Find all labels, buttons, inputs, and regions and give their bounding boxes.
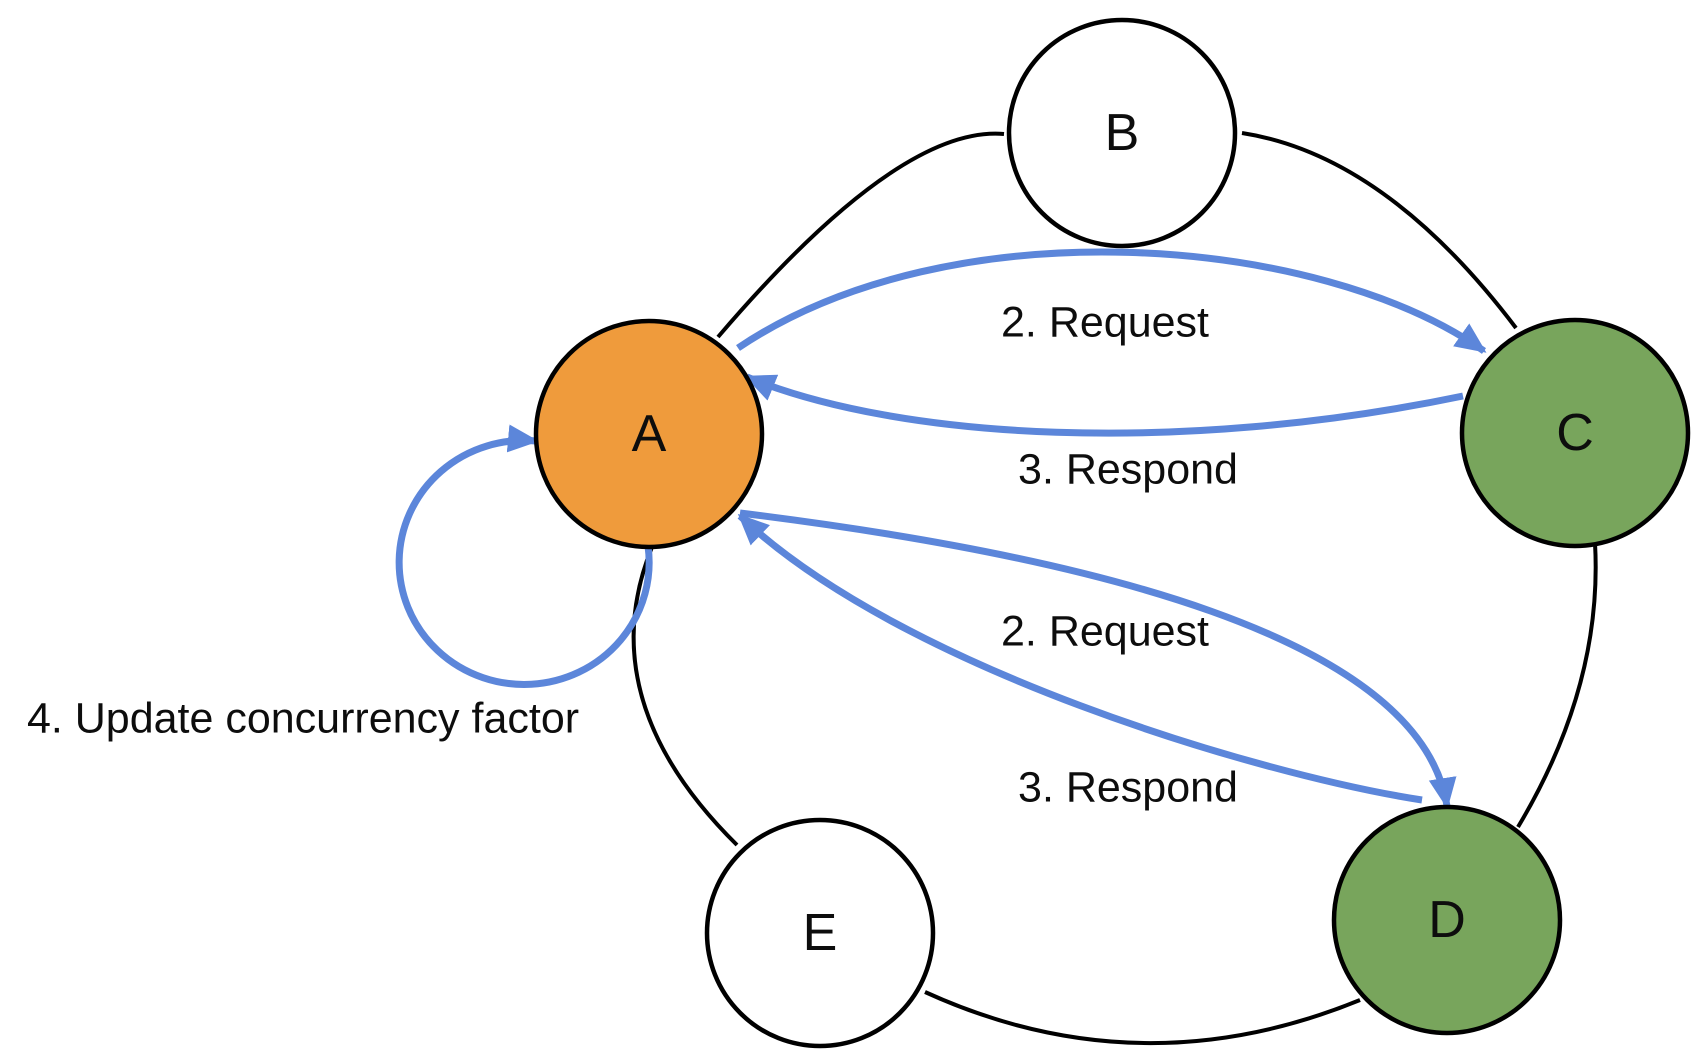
node-label-d: D	[1428, 891, 1466, 949]
node-label-e: E	[802, 904, 838, 962]
arrow-request-a-to-c	[736, 248, 1487, 354]
arrow-request-a-to-d	[739, 509, 1457, 809]
node-a	[533, 318, 765, 550]
node-label-b: B	[1104, 104, 1140, 162]
edge-label-respond-c-a: 3. Respond	[1018, 445, 1238, 494]
ring-arc-a-b	[716, 131, 1005, 339]
edge-label-request-a-d: 2. Request	[1001, 607, 1209, 656]
ring-arc-e-a	[631, 546, 739, 847]
ring-arc-d-e	[924, 990, 1361, 1045]
ring-arc-b-c	[1241, 131, 1518, 330]
node-label-c: C	[1556, 404, 1594, 462]
arrow-respond-d-to-a	[737, 513, 1423, 804]
edge-label-respond-d-a: 3. Respond	[1018, 763, 1238, 812]
node-label-a: A	[631, 405, 667, 463]
arrow-respond-c-to-a	[744, 373, 1464, 437]
node-e	[704, 817, 936, 1049]
edge-label-request-a-c: 2. Request	[1001, 298, 1209, 347]
edge-label-update-concurrency-factor: 4. Update concurrency factor	[26, 694, 580, 743]
arrow-self-loop-a	[395, 424, 653, 688]
node-d	[1331, 804, 1563, 1036]
ring-arc-c-d	[1516, 542, 1598, 829]
node-b	[1006, 17, 1238, 249]
node-c	[1459, 317, 1691, 549]
